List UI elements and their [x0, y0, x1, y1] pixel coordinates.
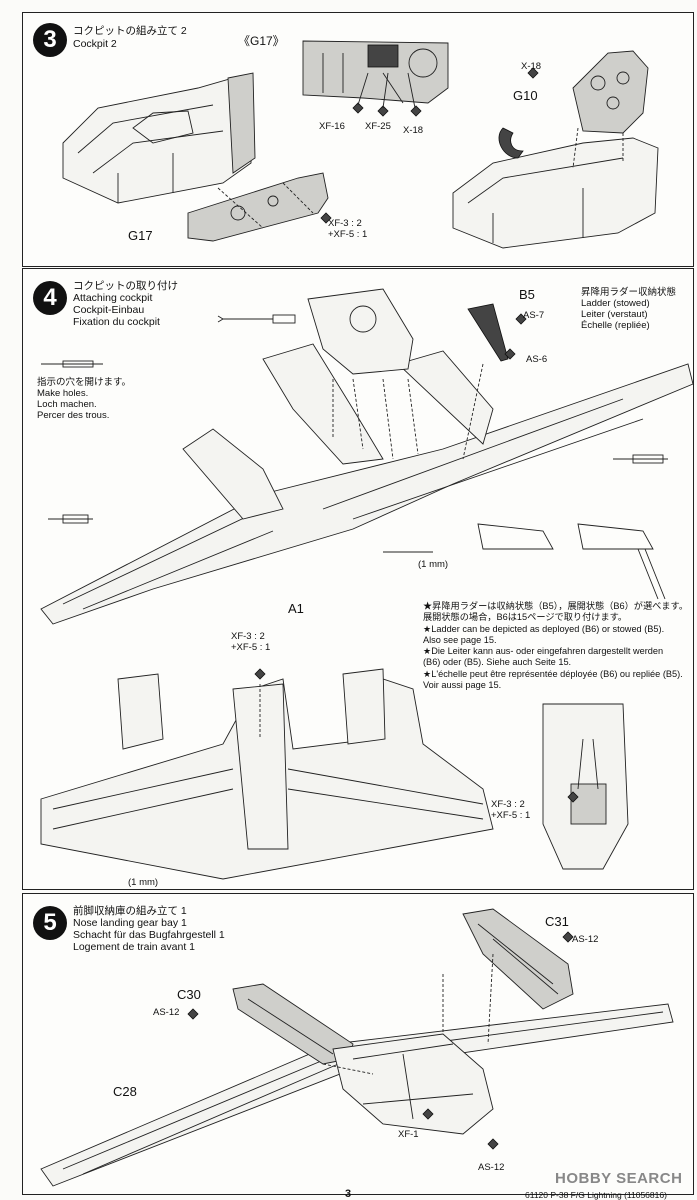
- step4-label-as6: AS-6: [526, 354, 548, 365]
- step4-number: 4: [33, 281, 67, 315]
- step3-ref: 《G17》: [238, 34, 285, 48]
- step4-label-1mm-a: (1 mm): [418, 559, 449, 570]
- step5-number: 5: [33, 906, 67, 940]
- step4-label-1mm-b: (1 mm): [128, 877, 159, 888]
- step5-title-jp: 前脚収納庫の組み立て 1: [73, 905, 187, 917]
- step5-part-c28: C28: [113, 1084, 137, 1099]
- step5-title-fr: Logement de train avant 1: [73, 941, 196, 953]
- step4-panel: 4 コクピットの取り付け Attaching cockpit Cockpit-E…: [22, 268, 694, 890]
- step5-label-as12b: AS-12: [153, 1007, 180, 1018]
- step4-label-as7: AS-7: [523, 310, 545, 321]
- step3-label-x18a: X-18: [403, 125, 424, 136]
- step5-title-de: Schacht für das Bugfahrgestell 1: [73, 929, 225, 941]
- step3-part-g10: G10: [513, 88, 538, 103]
- step4-part-a1: A1: [288, 601, 304, 616]
- step4-title-jp: コクピットの取り付け: [73, 280, 178, 292]
- step5-nose-bay-drawing: [40, 908, 674, 1187]
- step3-label-xf25: XF-25: [365, 121, 391, 132]
- step4-wing-assembly-drawing: [40, 288, 694, 880]
- step5-title-en: Nose landing gear bay 1: [73, 917, 187, 929]
- step3-title-jp: コクピットの組み立て 2: [73, 25, 187, 37]
- step4-title-de: Cockpit-Einbau: [73, 304, 145, 316]
- step3-label-xf16: XF-16: [319, 121, 345, 132]
- step5-label-as12c: AS-12: [478, 1162, 505, 1173]
- step5-label-as12a: AS-12: [572, 934, 599, 945]
- step3-cockpit-tub-drawing: [62, 40, 659, 249]
- step4-title-fr: Fixation du cockpit: [73, 316, 160, 328]
- step3-title-en: Cockpit 2: [73, 38, 117, 50]
- step4-holes-note: 指示の穴を開けます。 Make holes. Loch machen. Perc…: [37, 377, 132, 421]
- page-number: 3: [345, 1188, 352, 1200]
- step5-part-c31: C31: [545, 914, 569, 929]
- step4-ladder-note: ★昇降用ラダーは収納状態（B5），展開状態（B6）が選べます。 展開状態の場合，…: [423, 601, 689, 691]
- product-code: 61120 P-38 F/G Lightning (11056816): [525, 1190, 667, 1200]
- step3-part-g17: G17: [128, 228, 153, 243]
- step4-paint-mix-b: XF-3 : 2 +XF-5 : 1: [491, 799, 531, 821]
- step3-number: 3: [33, 23, 67, 57]
- watermark: HOBBY SEARCH: [555, 1170, 683, 1187]
- step5-panel: 5 前脚収納庫の組み立て 1 Nose landing gear bay 1 S…: [22, 893, 694, 1195]
- step4-title-en: Attaching cockpit: [73, 292, 153, 304]
- step4-ladder-stowed: 昇降用ラダー収納状態 Ladder (stowed) Leiter (verst…: [581, 287, 677, 331]
- step5-label-xf1: XF-1: [398, 1129, 419, 1140]
- step3-paint-mix: XF-3 : 2 +XF-5 : 1: [328, 218, 368, 240]
- step5-part-c30: C30: [177, 987, 201, 1002]
- step4-paint-mix-a: XF-3 : 2 +XF-5 : 1: [231, 631, 271, 653]
- step4-part-b5: B5: [519, 287, 535, 302]
- step3-panel: 3 コクピットの組み立て 2 Cockpit 2 《G17》 XF-16 XF-…: [22, 12, 694, 267]
- step3-label-x18b: X-18: [521, 61, 542, 72]
